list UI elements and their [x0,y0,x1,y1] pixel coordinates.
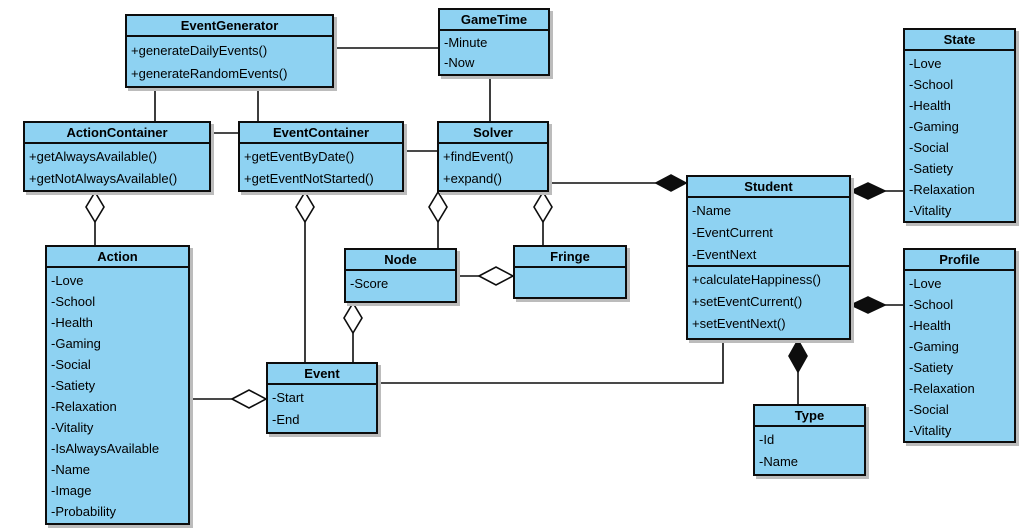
member-row: -Minute [444,35,488,50]
class-box-solver[interactable]: Solver +findEvent() +expand() [437,121,549,192]
member-row: -Health [51,315,93,330]
member-row: -Satiety [51,378,96,393]
member-row: +setEventNext() [692,316,786,331]
member-row: -Vitality [51,420,94,435]
member-row: -Social [909,140,949,155]
member-row: -Gaming [51,336,101,351]
member-row: +generateDailyEvents() [131,43,268,58]
edge-eventcontainer-event-aggregation [295,190,315,362]
class-box-node[interactable]: Node -Score [344,248,457,303]
member-row: -Social [51,357,91,372]
edge-student-profile-composition [849,296,903,314]
class-box-eventgenerator[interactable]: EventGenerator +generateDailyEvents() +g… [125,14,334,88]
class-title: EventContainer [240,123,402,144]
class-box-action[interactable]: Action -Love -School -Health -Gaming -So… [45,245,190,525]
class-title: ActionContainer [25,123,209,144]
member-row: -Id [759,432,775,447]
member-row: -Satiety [909,360,954,375]
member-row: +getNotAlwaysAvailable() [29,171,178,186]
edge-fringe-node-aggregation [457,266,515,286]
class-box-actioncontainer[interactable]: ActionContainer +getAlwaysAvailable() +g… [23,121,211,192]
member-row: -Health [909,98,951,113]
member-row: -Relaxation [51,399,117,414]
member-row: -IsAlwaysAvailable [51,441,160,456]
class-title: GameTime [440,10,548,31]
class-box-fringe[interactable]: Fringe [513,245,627,299]
member-row: -Health [909,318,951,333]
class-title: Event [268,364,376,385]
member-row: +expand() [443,171,502,186]
member-row: -Image [51,483,92,498]
member-row: -Name [759,454,799,469]
class-box-profile[interactable]: Profile -Love -School -Health -Gaming -S… [903,248,1016,443]
class-title: Solver [439,123,547,144]
member-row: -Score [350,276,389,291]
class-title: Student [688,177,849,198]
member-row: +getEventByDate() [244,149,355,164]
edge-event-student [378,340,724,384]
member-row: -Vitality [909,423,952,438]
member-row: +generateRandomEvents() [131,66,288,81]
member-row: -School [51,294,96,309]
edge-solver-fringe-aggregation [533,190,553,245]
member-row: +getAlwaysAvailable() [29,149,158,164]
member-row: -Love [909,56,942,71]
class-box-eventcontainer[interactable]: EventContainer +getEventByDate() +getEve… [238,121,404,192]
member-row: -Start [272,390,304,405]
member-row: -EventCurrent [692,225,773,240]
member-row: -Now [444,55,475,70]
member-row: -Probability [51,504,117,519]
class-title: Fringe [515,247,625,268]
member-row: -School [909,297,954,312]
member-row: +setEventCurrent() [692,294,803,309]
edge-student-state-composition [849,182,903,200]
edge-student-type-composition [788,338,808,404]
member-row: -Gaming [909,119,959,134]
member-row: -Satiety [909,161,954,176]
member-row: -School [909,77,954,92]
member-row: -EventNext [692,247,757,262]
class-title: Action [47,247,188,268]
class-box-state[interactable]: State -Love -School -Health -Gaming -Soc… [903,28,1016,223]
member-row: -End [272,412,300,427]
edge-student-solver-composition [549,174,688,192]
member-row: -Gaming [909,339,959,354]
member-row: +findEvent() [443,149,514,164]
member-row: -Relaxation [909,182,975,197]
member-row: -Vitality [909,203,952,218]
member-row: -Name [692,203,732,218]
member-row: -Social [909,402,949,417]
member-row: -Name [51,462,91,477]
class-title: State [905,30,1014,51]
edge-solver-node-aggregation [428,190,448,248]
member-row: -Love [909,276,942,291]
class-box-event[interactable]: Event -Start -End [266,362,378,434]
member-row: +getEventNotStarted() [244,171,374,186]
edge-actioncontainer-action-aggregation [85,190,105,245]
class-box-gametime[interactable]: GameTime -Minute -Now [438,8,550,76]
edge-node-event-aggregation [343,301,363,362]
class-title: Profile [905,250,1014,271]
member-row: -Love [51,273,84,288]
class-title: Node [346,250,455,271]
class-title: Type [755,406,864,427]
class-title: EventGenerator [127,16,332,37]
empty-compartment [515,268,625,270]
class-box-student[interactable]: Student -Name -EventCurrent -EventNext +… [686,175,851,340]
class-box-type[interactable]: Type -Id -Name [753,404,866,476]
edge-event-action-aggregation [190,389,268,409]
member-row: +calculateHappiness() [692,272,821,287]
member-row: -Relaxation [909,381,975,396]
